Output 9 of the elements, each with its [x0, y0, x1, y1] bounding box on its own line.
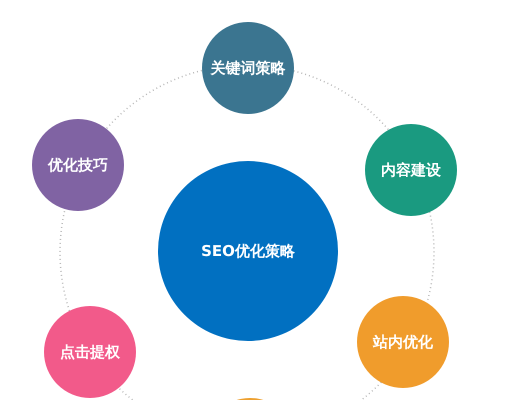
circle-label: 站内优化 — [373, 332, 433, 352]
circle-label: 点击提权 — [60, 342, 120, 362]
dotted-connector-arc — [59, 209, 70, 312]
circle-label: SEO优化策略 — [201, 242, 295, 260]
circle-label: 内容建设 — [381, 160, 441, 180]
dotted-connector-arc — [293, 70, 390, 131]
dotted-connector-arc — [106, 70, 203, 129]
circle-label: 优化技巧 — [48, 156, 108, 174]
circle-label: 关键词策略 — [210, 58, 286, 78]
